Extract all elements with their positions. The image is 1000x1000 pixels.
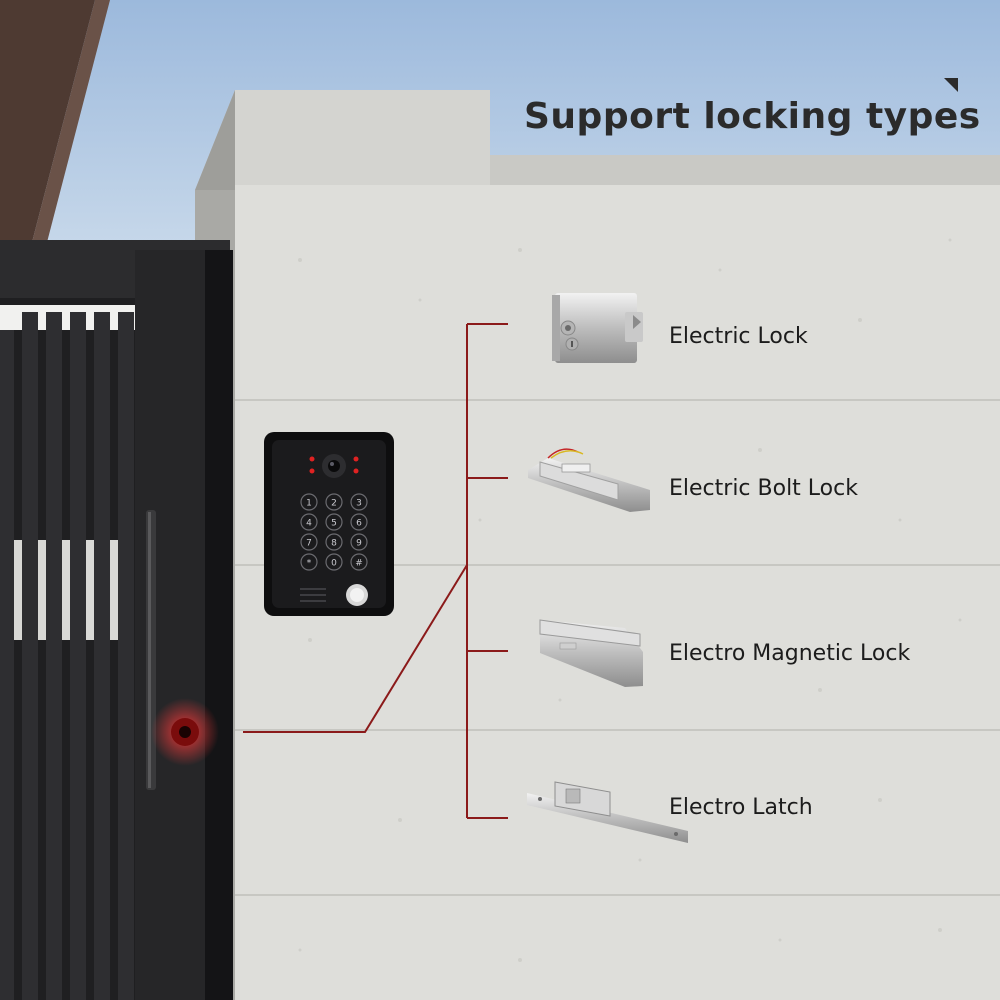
- keypad-key-ring: [325, 493, 343, 511]
- doorbell-keypad-device: 1 2 3 4 5 6 7 8 9 * 0 #: [264, 432, 394, 616]
- roof-eave: [0, 0, 95, 250]
- electro-magnetic-lock-icon: [539, 619, 643, 687]
- electric-lock-icon: [552, 293, 643, 363]
- keypad-key-ring: [350, 493, 368, 511]
- keypad-key-label: 5: [331, 519, 337, 529]
- speaker-grille: [300, 588, 326, 602]
- keypad-key-ring: [300, 553, 318, 571]
- electric-bolt-lock-icon: [528, 448, 650, 512]
- keypad-key-label: 6: [356, 519, 362, 529]
- keypad-key-label: 9: [356, 539, 362, 549]
- keypad-key-label: #: [355, 559, 363, 569]
- keypad-key-label: 2: [331, 499, 337, 509]
- keypad-key-label: 3: [356, 499, 362, 509]
- keypad-key-ring: [325, 513, 343, 531]
- lock-label-electric-lock: Electric Lock: [669, 324, 808, 349]
- keypad-key-ring: [300, 533, 318, 551]
- keypad-key-ring: [325, 553, 343, 571]
- connector-lines: [243, 323, 508, 819]
- keypad-keys: 1 2 3 4 5 6 7 8 9 * 0 #: [300, 493, 368, 571]
- keypad-key-ring: [300, 513, 318, 531]
- keypad-key-ring: [325, 533, 343, 551]
- corner-mark-icon: [944, 78, 958, 92]
- keypad-key-label: 7: [306, 539, 312, 549]
- keypad-key-label: 4: [306, 519, 312, 529]
- lock-label-electric-bolt-lock: Electric Bolt Lock: [669, 476, 858, 501]
- page-title: Support locking types: [524, 96, 981, 137]
- keypad-key-ring: [350, 533, 368, 551]
- keypad-key-ring: [300, 493, 318, 511]
- keypad-key-ring: [350, 553, 368, 571]
- lock-label-electro-magnetic-lock: Electro Magnetic Lock: [669, 641, 911, 666]
- keypad-key-label: 1: [306, 499, 312, 509]
- keypad-key-label: 0: [331, 559, 337, 569]
- keypad-key-label: 8: [331, 539, 337, 549]
- keypad-key-ring: [350, 513, 368, 531]
- gate: [0, 240, 233, 1000]
- keypad-key-label: *: [307, 559, 312, 569]
- electro-latch-icon: [527, 781, 688, 843]
- lock-label-electro-latch: Electro Latch: [669, 795, 813, 820]
